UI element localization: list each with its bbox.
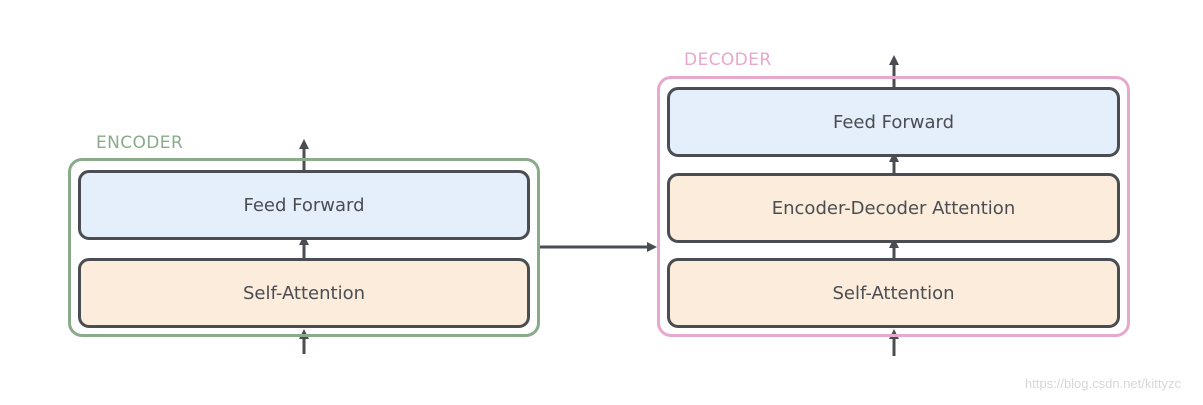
encoder-container [68, 158, 540, 337]
decoder-feed-forward-label: Feed Forward [832, 111, 955, 133]
decoder-feed-forward-block: Feed Forward [667, 87, 1120, 157]
encoder-self-attention-label: Self-Attention [242, 282, 366, 304]
encoder-label: ENCODER [96, 133, 184, 153]
encoder-feed-forward-label: Feed Forward [243, 194, 365, 216]
decoder-encoder-decoder-attention-block: Encoder-Decoder Attention [667, 173, 1120, 243]
decoder-encoder-decoder-attention-label: Encoder-Decoder Attention [771, 197, 1016, 219]
decoder-self-attention-block: Self-Attention [667, 258, 1120, 328]
watermark: https://blog.csdn.net/kittyzc [1024, 376, 1181, 391]
decoder-label: DECODER [684, 50, 772, 70]
decoder-container [657, 76, 1130, 337]
encoder-feed-forward-block: Feed Forward [78, 170, 530, 240]
encoder-self-attention-block: Self-Attention [78, 258, 530, 328]
decoder-self-attention-label: Self-Attention [832, 282, 955, 304]
